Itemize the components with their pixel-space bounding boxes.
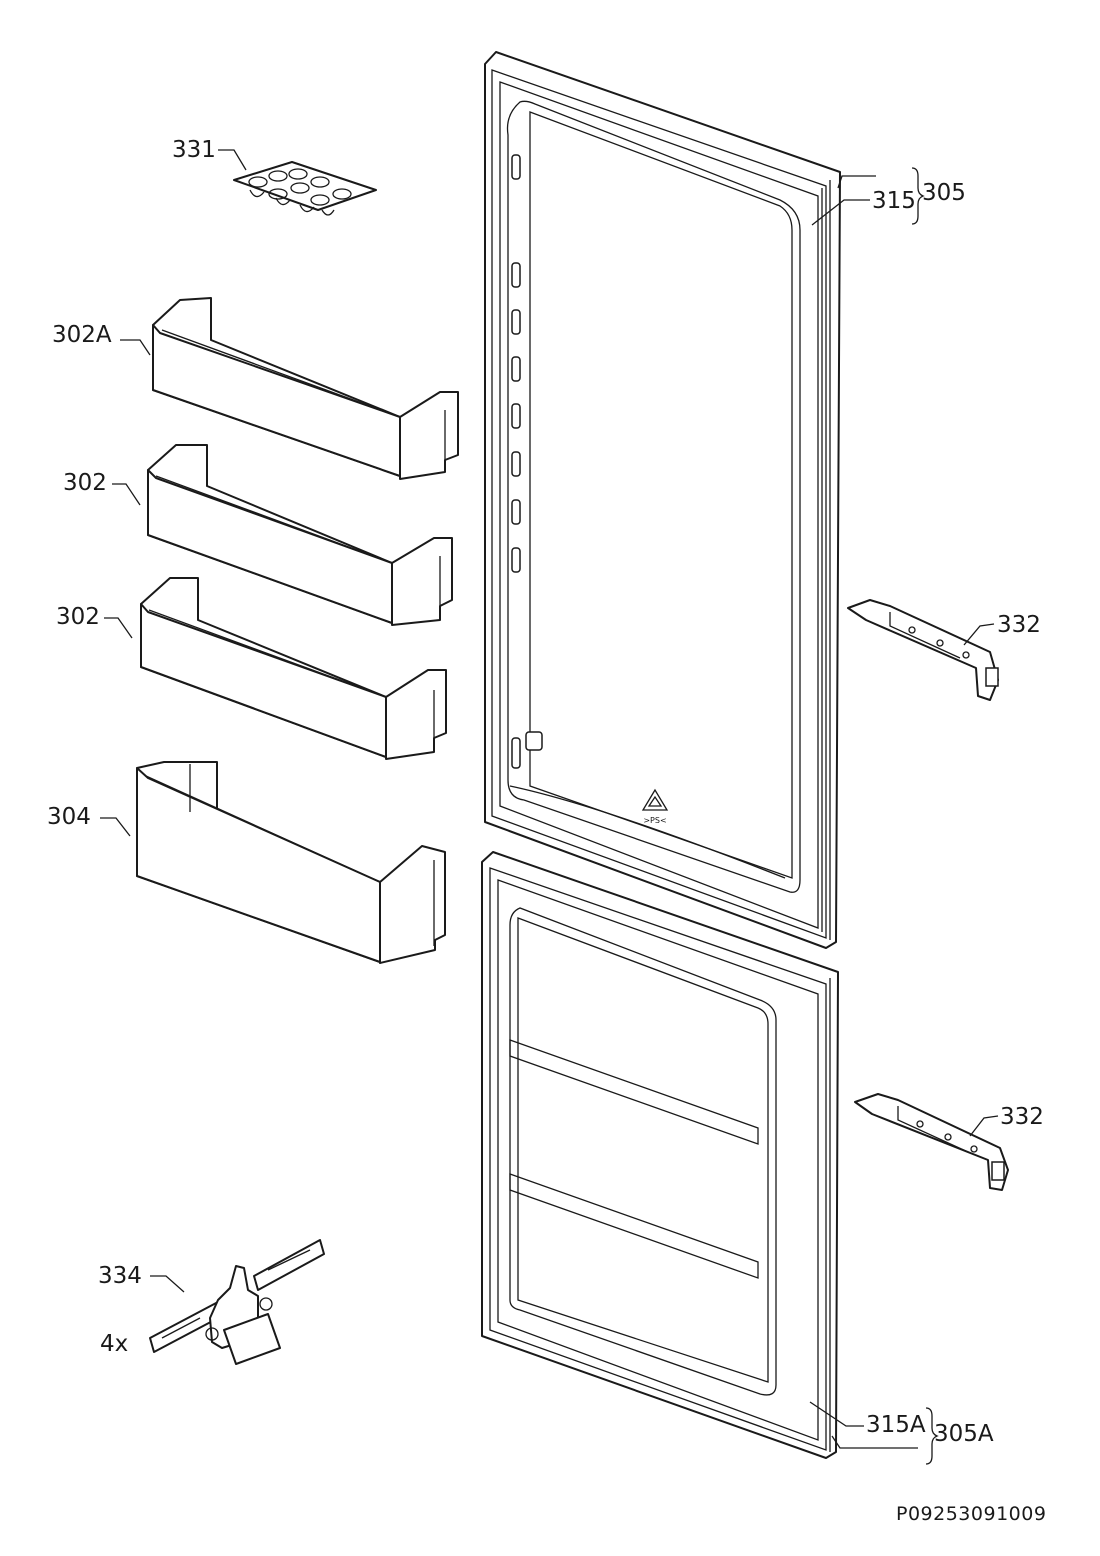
label-315: 315 (872, 188, 916, 214)
door-shelf-302-lower-part (140, 577, 447, 760)
label-304: 304 (47, 804, 91, 830)
door-shelf-302-middle-part (147, 444, 453, 626)
label-331: 331 (172, 137, 216, 163)
label-302-lower: 302 (56, 604, 100, 630)
label-302-middle: 302 (63, 470, 107, 496)
label-332-lower: 332 (1000, 1104, 1044, 1130)
bottle-shelf-304-part (136, 761, 446, 964)
label-302A: 302A (52, 322, 112, 348)
upper-door-part (484, 51, 841, 949)
recycling-symbol-icon (641, 788, 669, 811)
lower-hinge-part (854, 1093, 1009, 1191)
lower-door-part (481, 851, 839, 1459)
label-305: 305 (922, 180, 966, 206)
label-305A: 305A (934, 1421, 994, 1447)
hinge-set-part (149, 1239, 325, 1365)
upper-hinge-part (847, 599, 999, 701)
label-quantity-4x: 4x (100, 1331, 129, 1357)
door-shelf-302A-part (152, 297, 459, 480)
label-334: 334 (98, 1263, 142, 1289)
leader-lines (100, 149, 999, 1449)
label-332-upper: 332 (997, 612, 1041, 638)
group-brackets (911, 167, 939, 1465)
egg-tray-part (233, 161, 377, 216)
label-315A: 315A (866, 1412, 926, 1438)
reference-code: P09253091009 (896, 1503, 1047, 1525)
recycling-mark-text: >PS< (643, 816, 666, 825)
